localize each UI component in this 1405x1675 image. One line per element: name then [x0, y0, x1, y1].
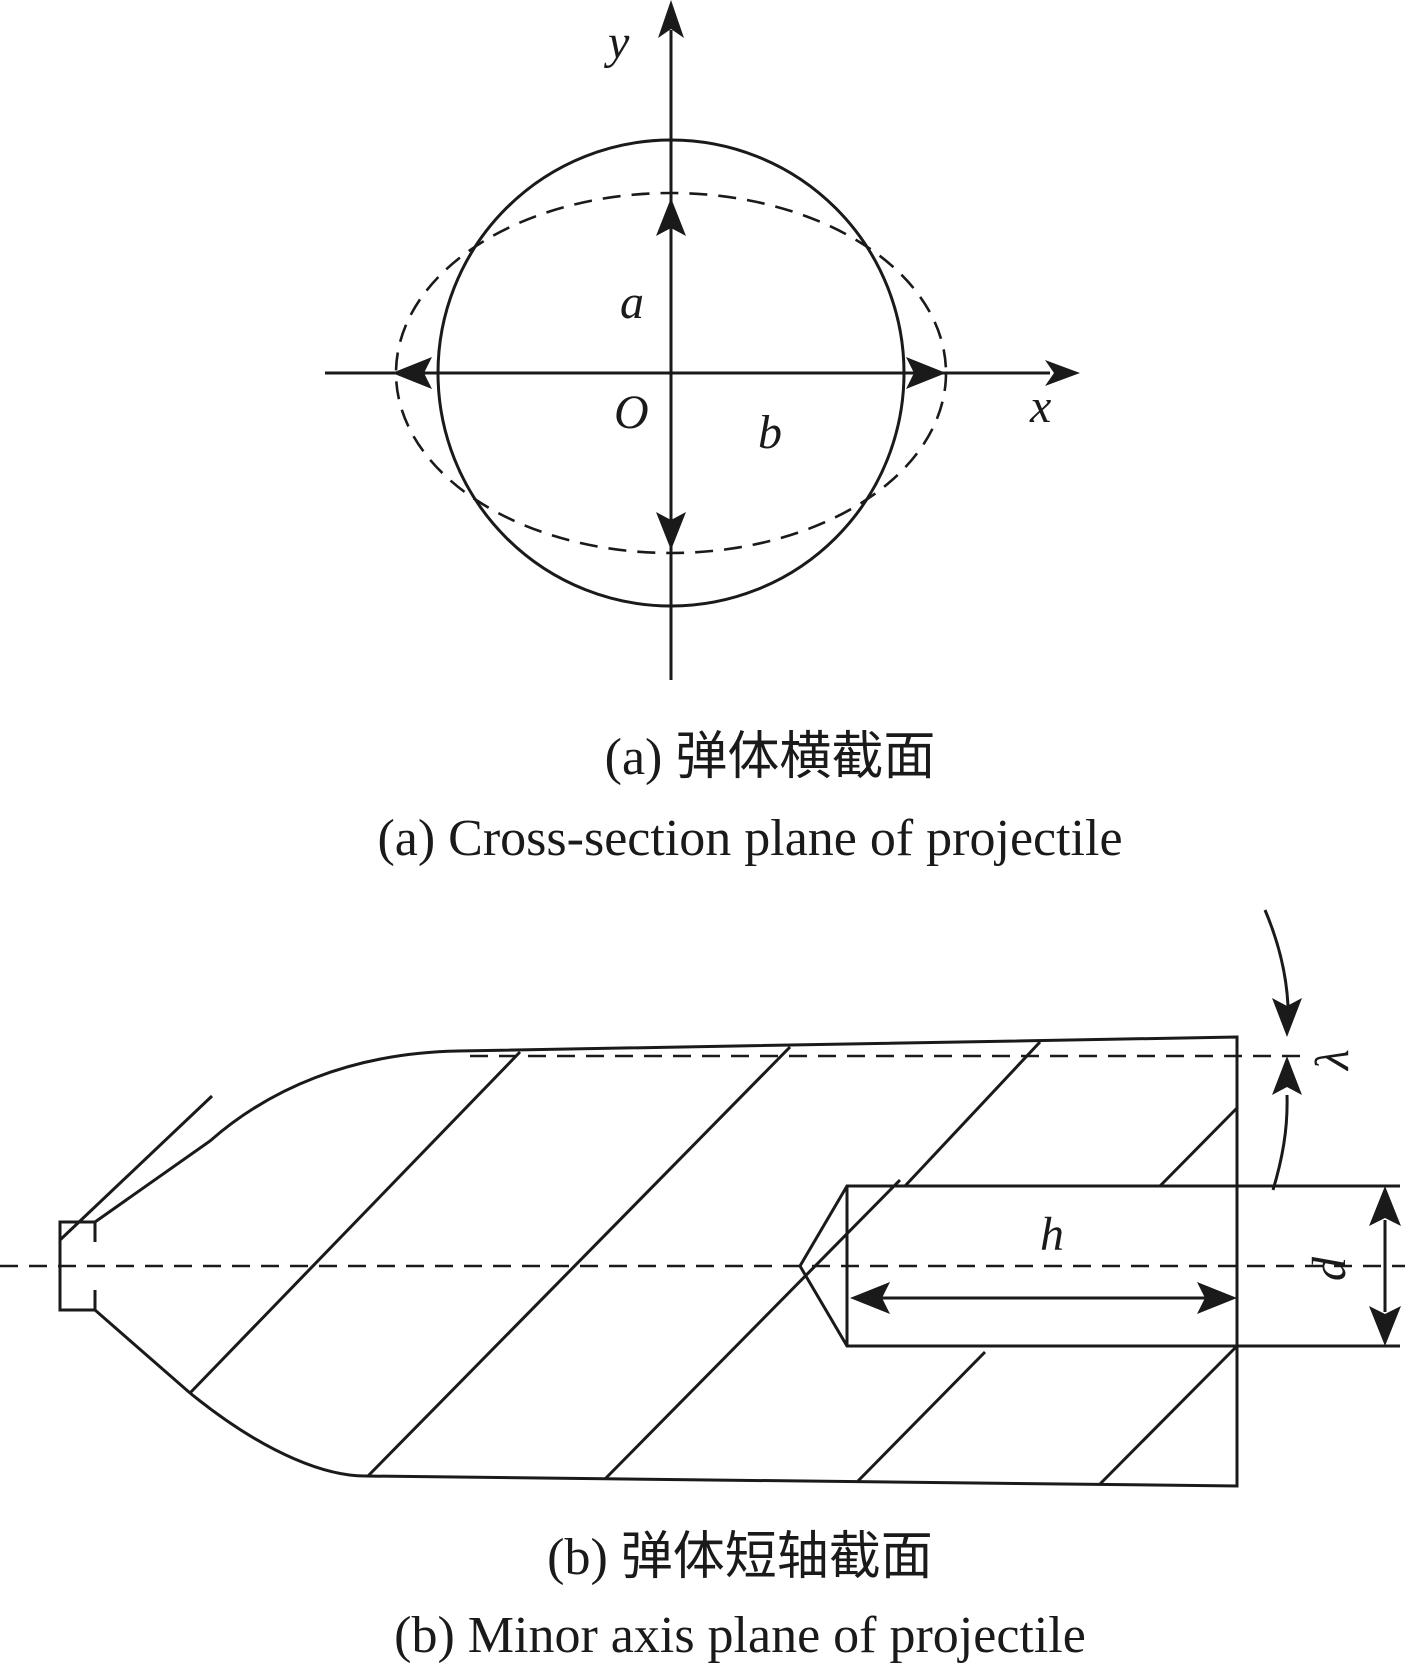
semi-axis-b-arrowhead-right [906, 357, 946, 389]
lambda-arrowhead-bottom [1272, 1056, 1302, 1095]
h-label: h [1040, 1208, 1064, 1261]
lambda-angle-leader-lower [1271, 1094, 1289, 1191]
lambda-arrowhead-top [1272, 998, 1302, 1037]
x-axis-arrowhead [1045, 360, 1080, 386]
panel-a-cross-section: y x O a b (a) 弹体横截面 (a) Cross-section pl… [325, 0, 1123, 867]
semi-axis-a-label: a [620, 276, 644, 329]
d-label: d [1303, 1256, 1356, 1281]
origin-label: O [614, 386, 649, 439]
section-hatching [58, 1040, 1239, 1486]
x-axis-label: x [1029, 380, 1051, 433]
semi-axis-a-arrowhead-up [656, 198, 686, 236]
y-axis-arrowhead [658, 0, 684, 38]
h-arrowhead-left [850, 1282, 890, 1314]
h-arrowhead-right [1197, 1282, 1237, 1314]
original-circle-outline [436, 138, 906, 608]
semi-axis-a-arrowhead-down [656, 512, 686, 550]
panel-a-caption-english: (a) Cross-section plane of projectile [377, 810, 1122, 867]
panel-b-caption-chinese: (b) 弹体短轴截面 [547, 1529, 933, 1586]
panel-a-caption-chinese: (a) 弹体横截面 [605, 729, 936, 786]
projectile-outer-profile [58, 1035, 1239, 1488]
d-arrowhead-top [1369, 1186, 1401, 1226]
panel-b-minor-axis-section: h d λ (b) 弹体短轴截面 (b) Minor axis plane of… [0, 909, 1405, 1664]
semi-axis-b-arrowhead-left [392, 357, 432, 389]
panel-b-caption-english: (b) Minor axis plane of projectile [394, 1607, 1086, 1664]
cavity-outline [798, 1184, 1400, 1348]
lambda-label: λ [1306, 1049, 1359, 1072]
d-arrowhead-bottom [1369, 1306, 1401, 1346]
y-axis-label: y [603, 16, 630, 69]
semi-axis-b-label: b [758, 406, 782, 459]
